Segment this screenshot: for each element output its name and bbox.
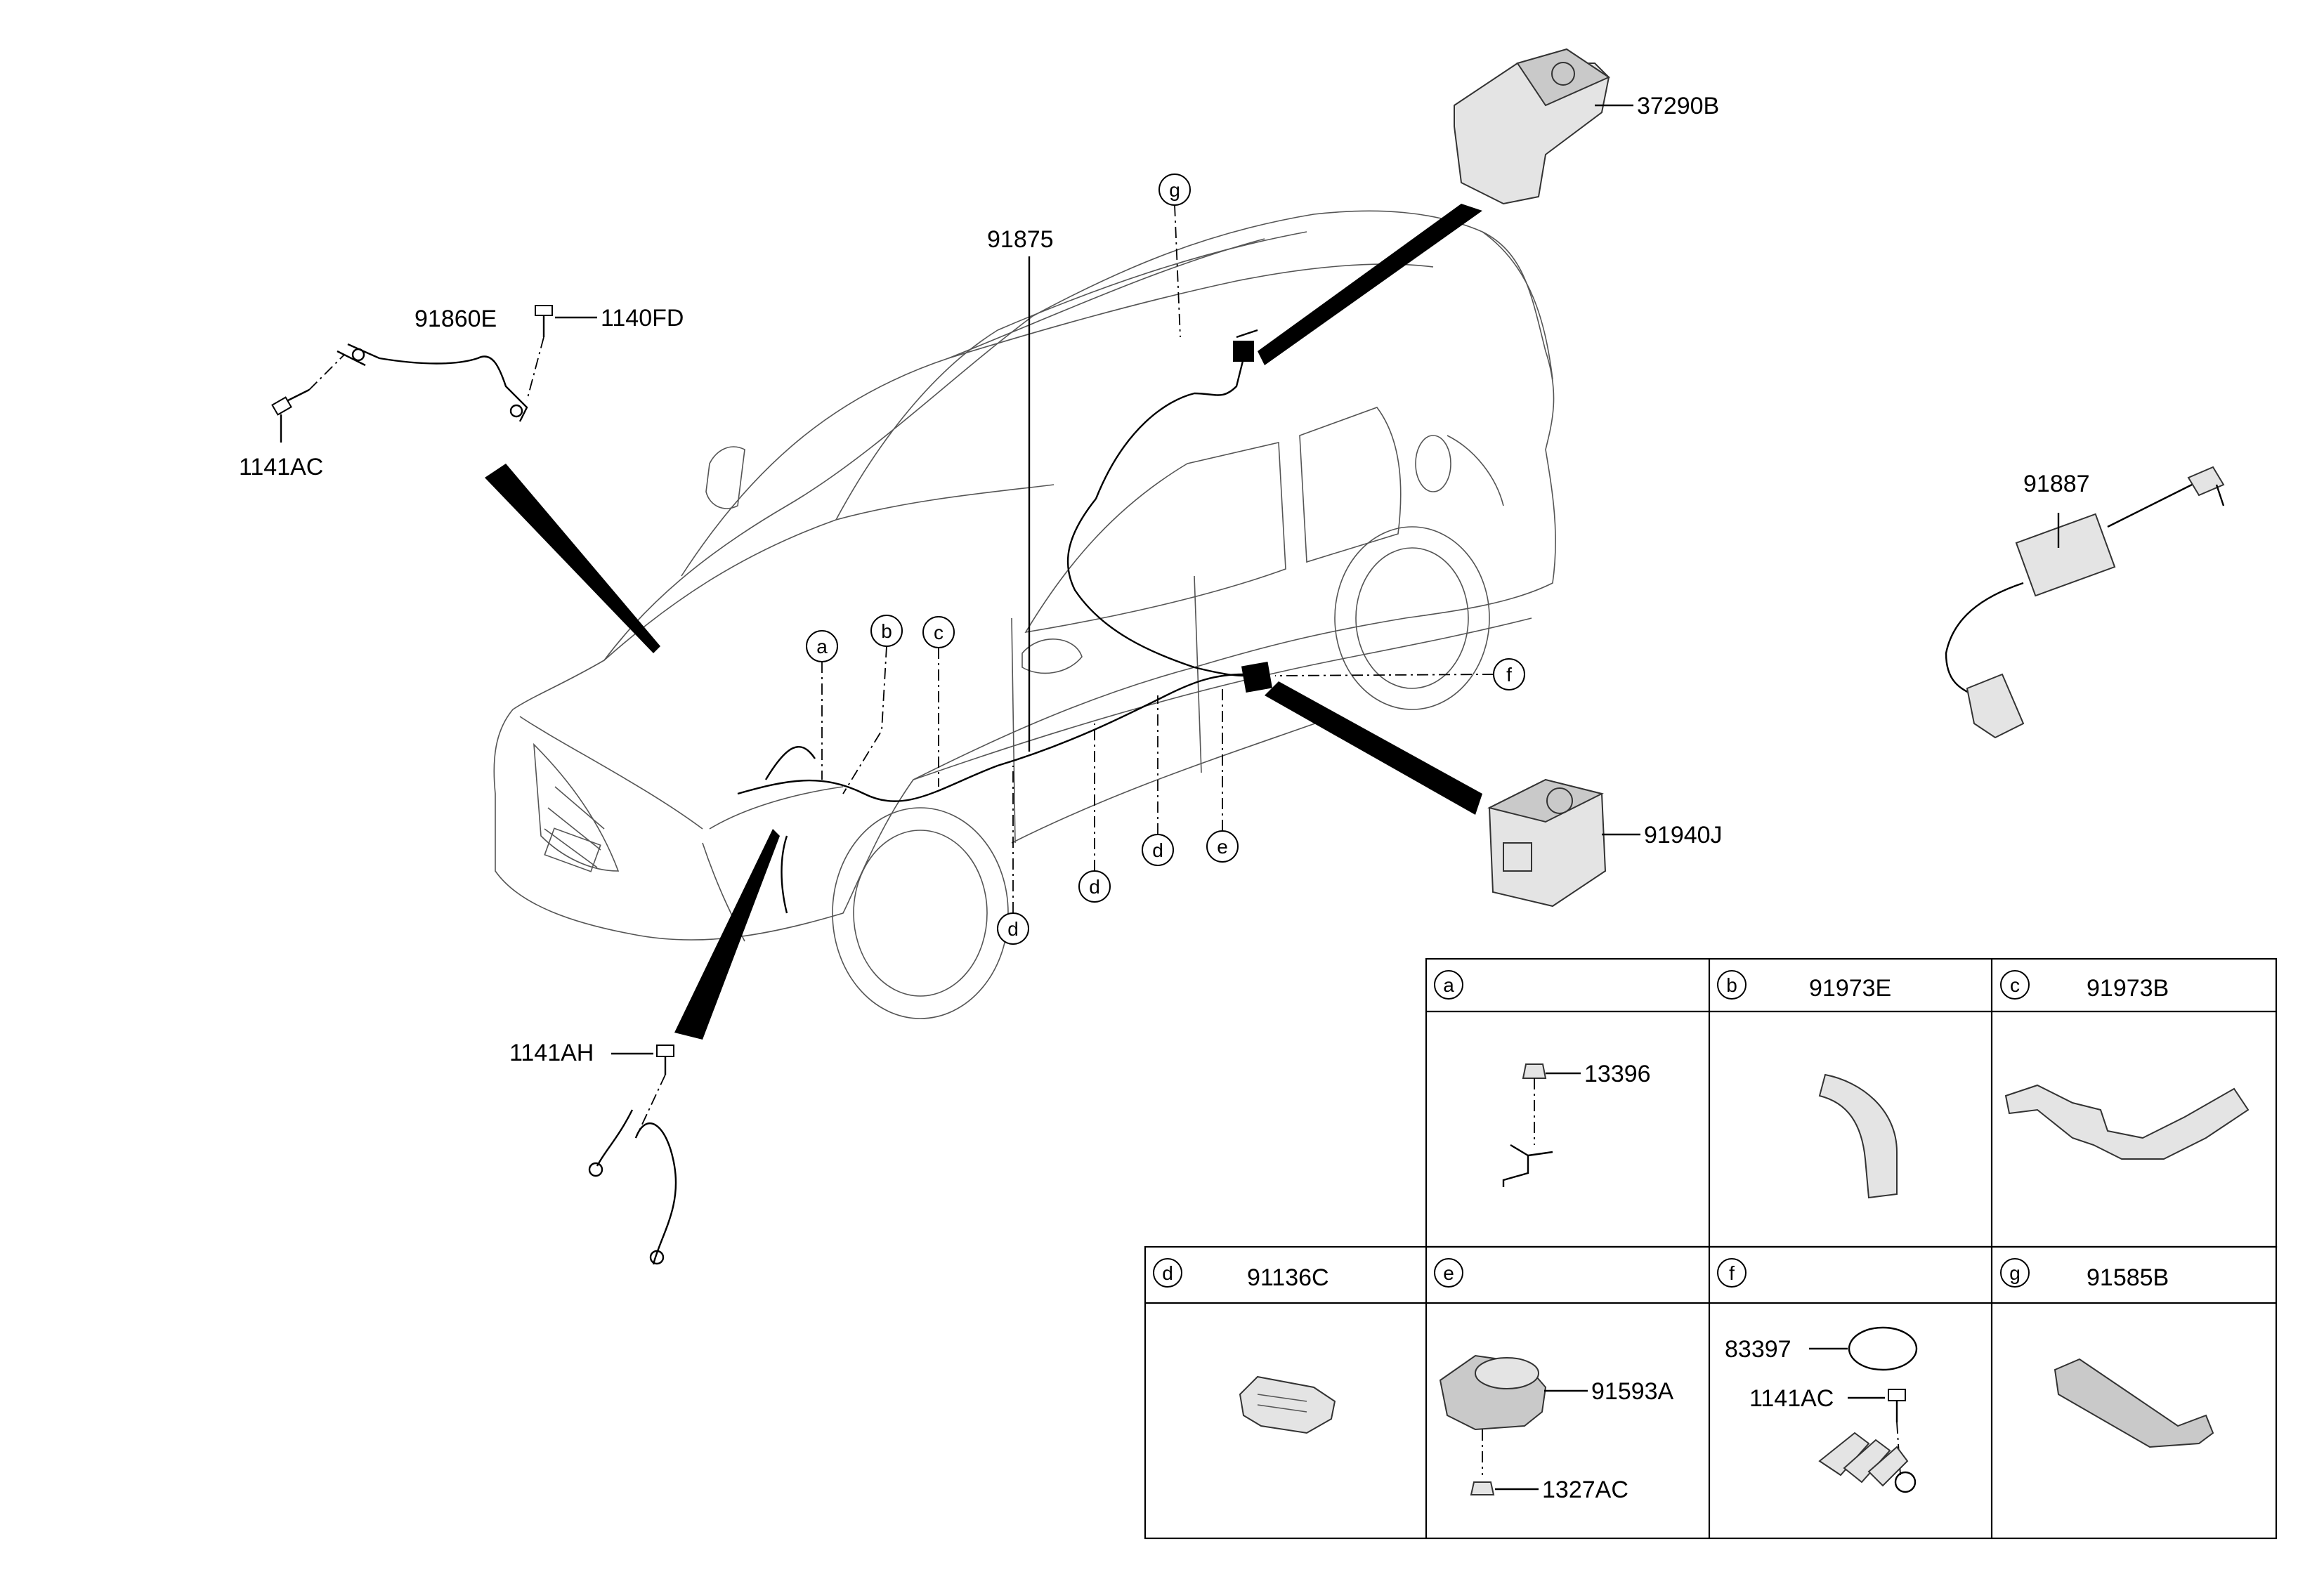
bolt-1141AH — [656, 1045, 674, 1075]
label-1141AC-top: 1141AC — [239, 454, 323, 480]
label-37290B: 37290B — [1637, 93, 1719, 119]
svg-text:e: e — [1443, 1262, 1454, 1284]
wiring-harness — [737, 329, 1273, 914]
label-1140FD: 1140FD — [601, 305, 684, 332]
detail-table — [1144, 957, 2278, 1540]
bolt-1140FD — [535, 305, 553, 337]
part-91860E — [337, 343, 528, 422]
letter-callout-g: g — [1158, 173, 1191, 206]
svg-text:g: g — [2009, 1262, 2021, 1284]
letter-callout-a: a — [806, 630, 838, 662]
title-91973B: 91973B — [2087, 975, 2169, 1002]
svg-text:c: c — [934, 622, 944, 643]
pointer-wedge-91860E — [485, 464, 660, 653]
title-91136C: 91136C — [1247, 1264, 1329, 1291]
part-91940J — [1487, 778, 1607, 908]
letter-callout-d2: d — [1078, 870, 1111, 903]
svg-text:f: f — [1729, 1262, 1735, 1284]
svg-text:d: d — [1162, 1262, 1173, 1284]
label-13396: 13396 — [1584, 1061, 1651, 1087]
part-37290B — [1454, 48, 1611, 205]
pointer-wedge-37290B — [1258, 204, 1482, 365]
ground-strap — [588, 1109, 677, 1265]
part-91887 — [1945, 466, 2225, 739]
svg-text:a: a — [816, 636, 828, 657]
letter-callout-d3: d — [1142, 834, 1174, 866]
svg-text:c: c — [2010, 974, 2020, 996]
pointer-wedge-1141AH — [674, 829, 780, 1040]
letter-callout-e: e — [1206, 830, 1239, 863]
letter-callout-b: b — [870, 615, 903, 647]
detail-cell-f: f 83397 1141AC — [1717, 1258, 1918, 1493]
label-83397: 83397 — [1725, 1336, 1791, 1363]
svg-text:f: f — [1506, 664, 1512, 686]
title-91973E: 91973E — [1809, 975, 1891, 1002]
title-91585B: 91585B — [2087, 1264, 2169, 1291]
label-91940J: 91940J — [1644, 822, 1723, 849]
svg-text:b: b — [881, 620, 892, 642]
letter-callout-c: c — [922, 616, 955, 648]
label-1141AH: 1141AH — [509, 1040, 594, 1066]
detail-cell-g: g 91585B — [2000, 1258, 2214, 1448]
label-1327AC: 1327AC — [1542, 1477, 1628, 1503]
label-91887: 91887 — [2023, 471, 2090, 497]
letter-callout-f: f — [1493, 658, 1525, 690]
label-91875: 91875 — [987, 226, 1054, 253]
detail-cell-d: d 91136C — [1153, 1258, 1336, 1434]
detail-cell-b: b 91973E — [1717, 970, 1898, 1199]
pointer-wedge-91940J — [1265, 681, 1482, 815]
svg-text:g: g — [1169, 179, 1180, 201]
letter-callout-d1: d — [997, 912, 1029, 945]
label-91860E: 91860E — [414, 306, 497, 332]
detail-cell-c: c 91973B — [2000, 970, 2250, 1160]
svg-text:e: e — [1217, 836, 1228, 858]
car-illustration — [493, 210, 1556, 1019]
svg-text:d: d — [1089, 876, 1100, 898]
svg-text:d: d — [1152, 839, 1163, 861]
detail-cell-a: a 13396 — [1434, 970, 1651, 1187]
svg-text:a: a — [1443, 974, 1454, 996]
svg-text:d: d — [1007, 918, 1019, 940]
bolt-1141AC-top — [271, 388, 310, 416]
svg-text:b: b — [1726, 974, 1737, 996]
detail-cell-e: e 91593A 1327AC — [1434, 1258, 1674, 1503]
label-91593A: 91593A — [1591, 1378, 1674, 1405]
label-1141AC-detail: 1141AC — [1749, 1385, 1834, 1412]
